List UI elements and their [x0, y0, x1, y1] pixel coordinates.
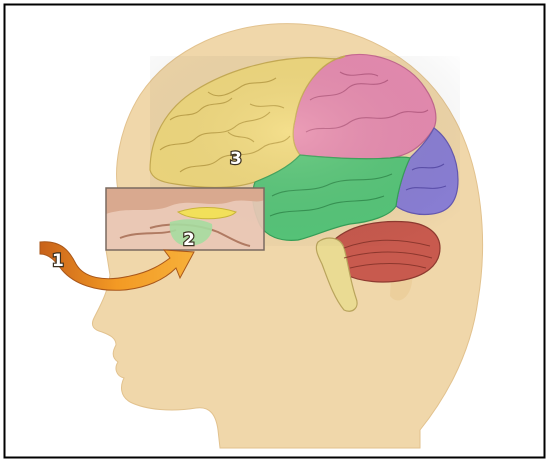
- label-3: 3: [230, 149, 242, 169]
- label-1: 1: [52, 251, 64, 271]
- label-2: 2: [183, 230, 195, 250]
